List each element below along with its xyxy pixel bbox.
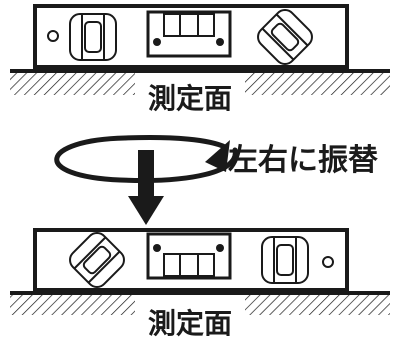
bottom-left-vial-icon xyxy=(69,232,125,288)
bottom-hatch-left xyxy=(10,295,135,315)
rotate-arrowhead-icon xyxy=(205,140,230,172)
bottom-level-assembly: 測定面 xyxy=(10,228,390,340)
top-left-vial-icon xyxy=(69,13,117,61)
top-right-vial-icon xyxy=(257,9,313,65)
bottom-hatch-right xyxy=(245,295,390,315)
rotation-indicator: 左右に振替 xyxy=(54,134,378,225)
top-level-assembly: 測定面 xyxy=(10,4,390,115)
top-center-vial-icon xyxy=(146,10,232,58)
bottom-surface-label: 測定面 xyxy=(148,307,232,340)
top-hatch-right xyxy=(245,73,390,95)
down-arrow-icon xyxy=(128,150,164,225)
bottom-hole-icon xyxy=(322,256,334,268)
top-hatch-left xyxy=(10,73,135,95)
bottom-right-vial-icon xyxy=(261,236,309,284)
top-surface-label: 測定面 xyxy=(148,82,232,115)
top-hole-icon xyxy=(47,30,59,42)
bottom-center-vial-icon xyxy=(146,232,232,280)
rotation-label: 左右に振替 xyxy=(228,143,378,178)
